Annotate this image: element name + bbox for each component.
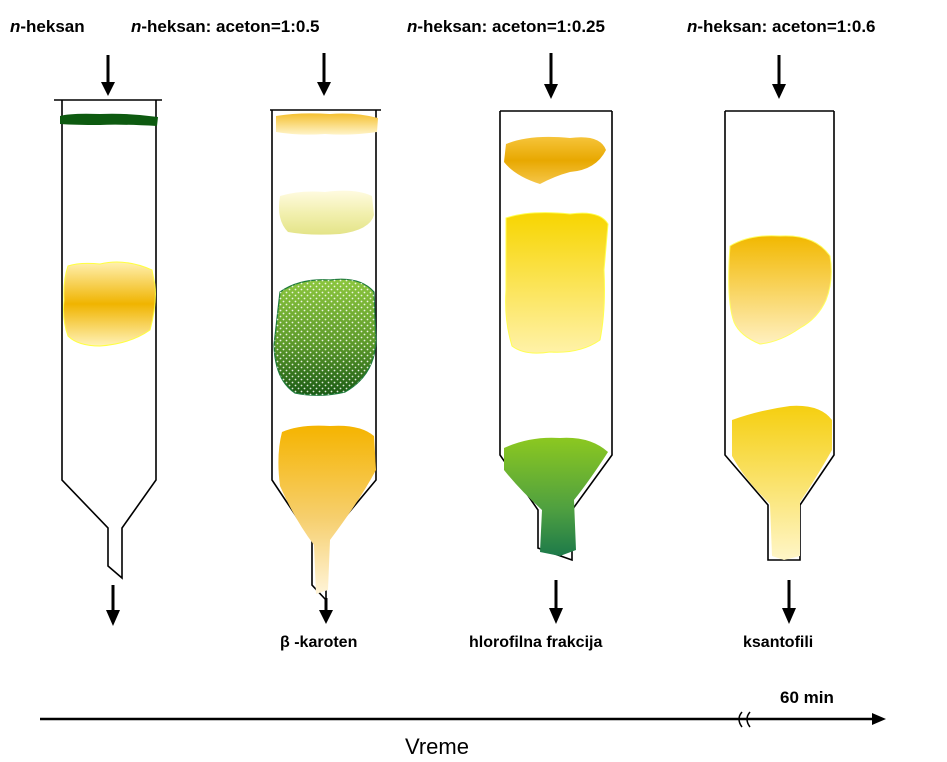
header-column-1: n-heksan <box>10 17 85 36</box>
column-3-orange-band <box>504 136 606 184</box>
column-2-green-dotted-band <box>273 278 377 396</box>
column-1-bottom-arrow <box>106 585 120 626</box>
column-1-tube <box>54 99 162 580</box>
column-4-funnel-band <box>732 405 832 560</box>
column-1 <box>54 55 162 626</box>
column-1-top-arrow <box>101 55 115 96</box>
column-1-dark-green-band <box>60 113 158 126</box>
time-end-label: 60 min <box>780 688 834 707</box>
header-column-2: n-heksan: aceton=1:0.5 <box>131 17 320 36</box>
column-3 <box>499 53 613 624</box>
column-3-top-arrow <box>544 53 558 99</box>
header-column-3: n-heksan: aceton=1:0.25 <box>407 17 605 36</box>
column-4 <box>724 55 835 624</box>
column-4-top-arrow <box>772 55 786 99</box>
column-2 <box>270 53 381 624</box>
axis-break-marker <box>738 711 751 728</box>
column-4-orange-band <box>728 235 832 345</box>
column-2-funnel-band <box>278 425 376 594</box>
header-column-4: n-heksan: aceton=1:0.6 <box>687 17 876 36</box>
column-2-pale-band <box>279 190 374 235</box>
column-1-yellow-band <box>63 261 156 347</box>
label-beta-karoten: β -karoten <box>280 634 358 651</box>
column-2-bottom-arrow <box>319 598 333 624</box>
label-xanthophylls: ksantofili <box>743 634 814 651</box>
column-2-top-band <box>276 113 378 135</box>
column-3-yellow-band <box>505 212 609 354</box>
label-chlorophyll-fraction: hlorofilna frakcija <box>469 634 603 651</box>
time-axis-label: Vreme <box>405 734 469 759</box>
column-3-green-funnel-band <box>504 437 608 556</box>
time-axis <box>40 711 886 728</box>
column-3-bottom-arrow <box>549 580 563 624</box>
column-4-bottom-arrow <box>782 580 796 624</box>
column-2-top-arrow <box>317 53 331 96</box>
